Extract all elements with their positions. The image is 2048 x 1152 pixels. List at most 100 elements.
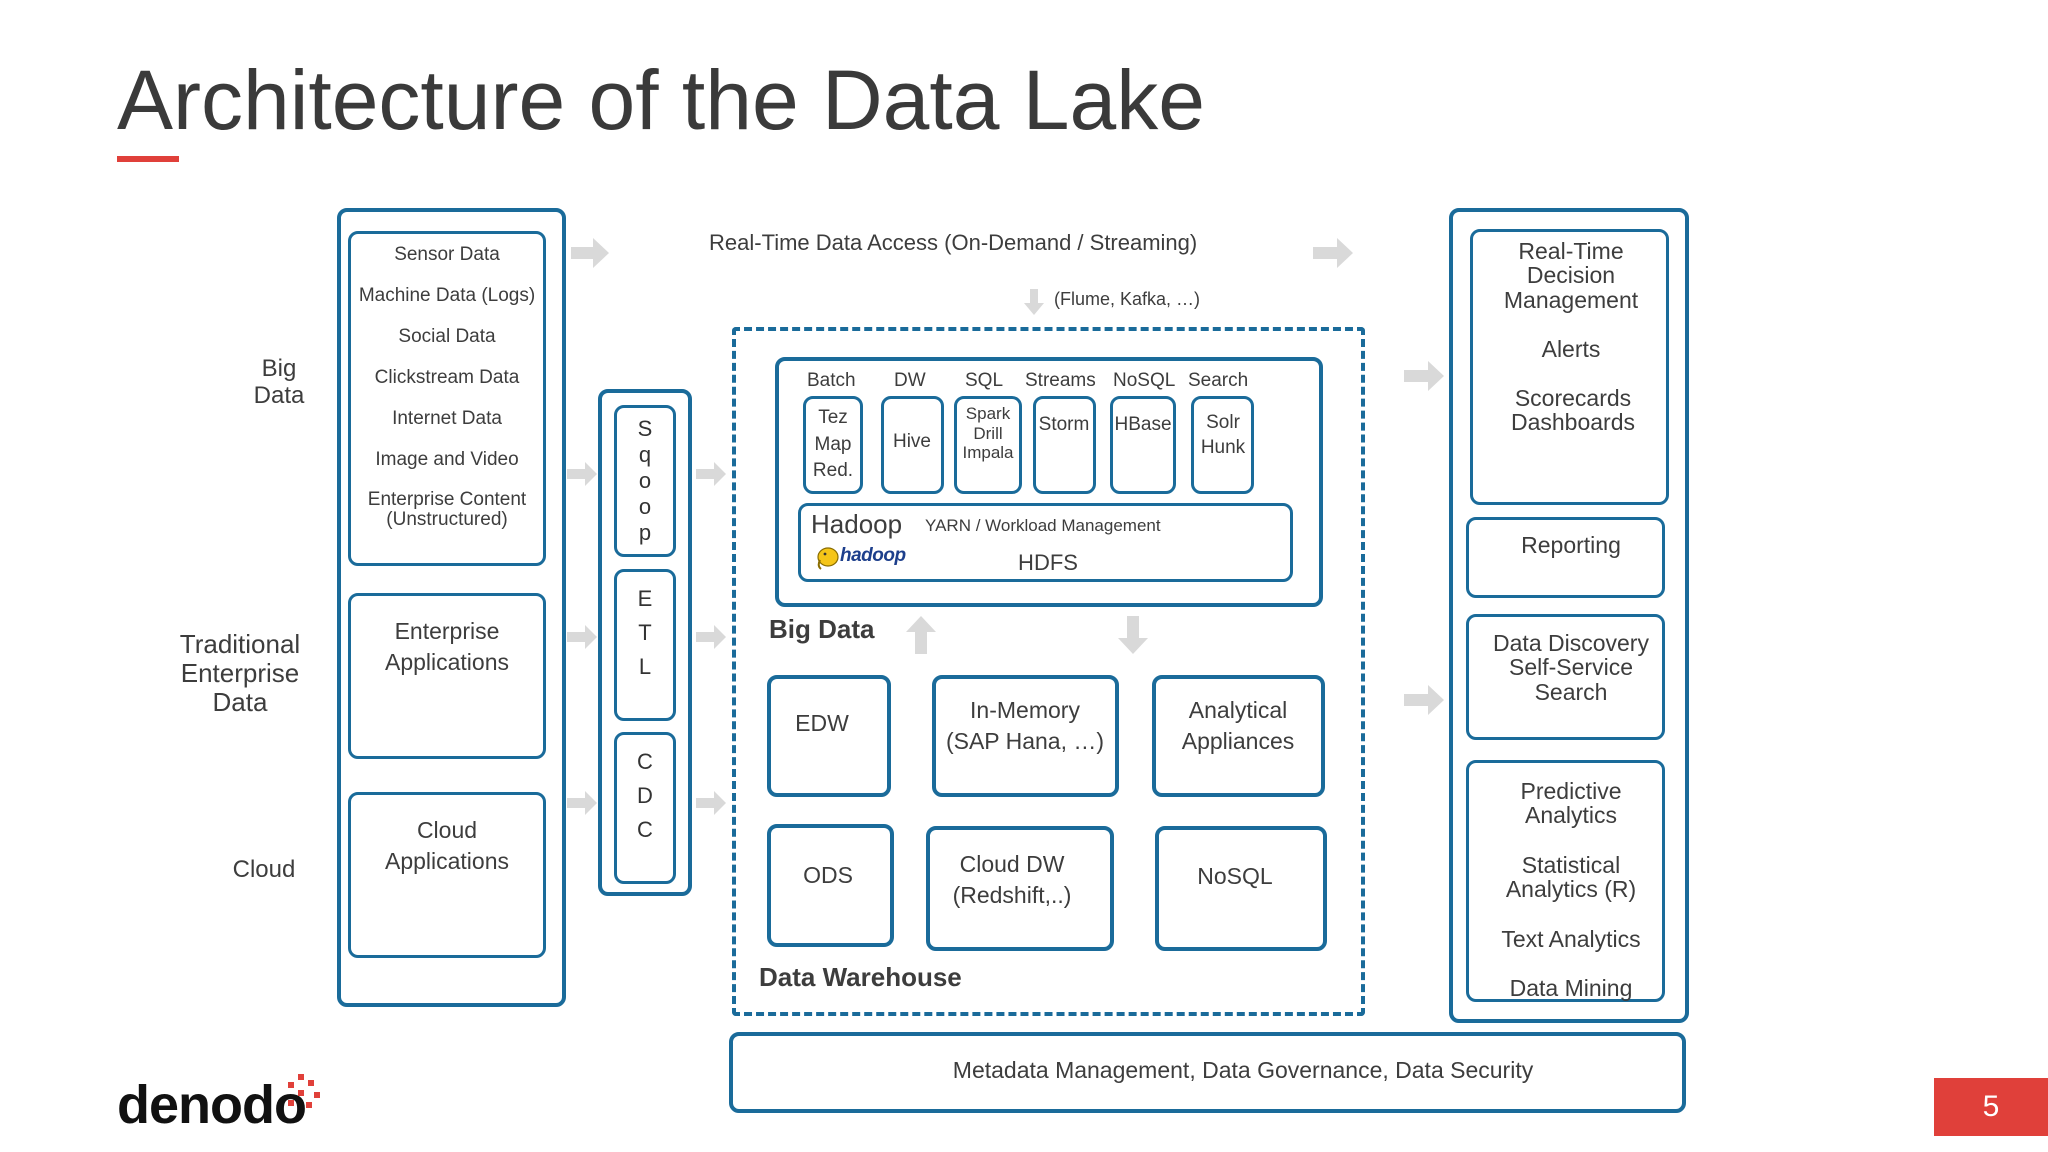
source-machine-data: Machine Data (Logs) — [358, 285, 536, 306]
text-analytics-label: Text Analytics — [1501, 926, 1641, 952]
sqoop-letter: q — [638, 442, 652, 467]
edw-label: EDW — [795, 710, 849, 736]
right-arrow-icon — [567, 625, 597, 649]
engine-storm: Storm — [1038, 414, 1090, 435]
ods-box — [767, 824, 894, 947]
engine-storm-box — [1033, 396, 1096, 494]
right-arrow-icon — [567, 791, 597, 815]
engine-solr-box — [1191, 396, 1254, 494]
sqoop-letter: o — [638, 468, 652, 493]
sqoop-letter: p — [638, 520, 652, 545]
label-big-data: Big Data — [253, 355, 305, 409]
category-batch: Batch — [807, 370, 856, 391]
metadata-label: Metadata Management, Data Governance, Da… — [952, 1057, 1534, 1083]
hdfs-label: HDFS — [1018, 550, 1078, 575]
sqoop-letter: S — [637, 416, 653, 441]
enterprise-apps-label: Enterprise Applications — [384, 618, 510, 675]
realtime-decision-box — [1470, 229, 1669, 505]
scorecards-label: Scorecards Dashboards — [1510, 385, 1636, 436]
engine-tez: Tez Map Red. — [812, 407, 854, 482]
cdc-box: C D C — [614, 732, 676, 884]
title-underline — [117, 156, 179, 162]
reporting-label: Reporting — [1521, 532, 1621, 558]
right-arrow-icon — [571, 238, 609, 268]
page-number: 5 — [1934, 1078, 2048, 1136]
ods-label: ODS — [803, 862, 853, 888]
realtime-access-label: Real-Time Data Access (On-Demand / Strea… — [709, 230, 1198, 255]
yarn-label: YARN / Workload Management — [925, 516, 1161, 535]
cloud-apps-label: Cloud Applications — [384, 817, 510, 874]
statistical-analytics-label: Statistical Analytics (R) — [1505, 852, 1637, 903]
realtime-tools-label: (Flume, Kafka, …) — [1054, 289, 1201, 309]
label-cloud: Cloud — [232, 856, 296, 883]
source-sensor-data: Sensor Data — [394, 244, 500, 265]
etl-box: E T L — [614, 569, 676, 721]
category-streams: Streams — [1025, 370, 1096, 391]
reporting-box — [1466, 517, 1665, 598]
source-clickstream-data: Clickstream Data — [374, 367, 520, 388]
hadoop-box — [798, 503, 1293, 582]
metadata-bar — [729, 1032, 1686, 1113]
sqoop-letter: o — [638, 494, 652, 519]
big-data-sources-box — [348, 231, 546, 566]
down-arrow-icon — [1118, 616, 1148, 654]
small-down-arrow-icon — [1024, 289, 1044, 315]
category-sql: SQL — [965, 370, 1004, 391]
etl-letter: T — [638, 620, 652, 645]
etl-letter: L — [638, 654, 652, 679]
nosql-box — [1155, 826, 1327, 951]
hadoop-label: Hadoop — [811, 509, 903, 539]
predictive-analytics-label: Predictive Analytics — [1520, 778, 1622, 829]
source-internet-data: Internet Data — [392, 408, 502, 429]
denodo-dots-icon — [288, 1074, 320, 1108]
engine-solr: Solr Hunk — [1200, 412, 1246, 458]
up-arrow-icon — [906, 616, 936, 654]
hadoop-elephant-logo: hadoop — [816, 544, 920, 570]
engine-hive-box — [881, 396, 944, 494]
in-memory-box — [932, 675, 1119, 797]
analytical-label: Analytical Appliances — [1181, 697, 1295, 754]
cloud-dw-label: Cloud DW (Redshift,..) — [952, 851, 1072, 908]
edw-box — [767, 675, 891, 797]
hadoop-logo-text: hadoop — [840, 545, 906, 566]
engine-hbase: HBase — [1114, 414, 1172, 435]
data-mining-label: Data Mining — [1509, 975, 1633, 1001]
right-arrow-icon — [1404, 685, 1444, 715]
engine-spark: Spark Drill Impala — [962, 404, 1014, 463]
engine-spark-box — [954, 396, 1022, 494]
right-arrow-icon — [696, 791, 726, 815]
warehouse-section-label: Data Warehouse — [759, 962, 962, 992]
category-nosql: NoSQL — [1113, 370, 1176, 391]
big-data-section-label: Big Data — [769, 614, 875, 644]
analytics-box — [1466, 760, 1665, 1002]
realtime-decision-label: Real-Time Decision Management — [1503, 238, 1639, 313]
source-social-data: Social Data — [398, 326, 496, 347]
in-memory-label: In-Memory (SAP Hana, …) — [945, 697, 1105, 754]
category-search: Search — [1188, 370, 1249, 391]
engine-hbase-box — [1110, 396, 1176, 494]
cloud-apps-box — [348, 792, 546, 958]
etl-letter: E — [637, 586, 653, 611]
right-arrow-icon — [1404, 361, 1444, 391]
enterprise-apps-box — [348, 593, 546, 759]
right-arrow-icon — [567, 462, 597, 486]
denodo-logo: denodo — [117, 1075, 307, 1135]
cdc-letter: D — [637, 783, 653, 808]
label-traditional-data: Traditional Enterprise Data — [179, 629, 301, 718]
category-dw: DW — [894, 370, 926, 391]
engine-hive: Hive — [892, 431, 932, 452]
page-title: Architecture of the Data Lake — [117, 53, 1205, 147]
engine-tez-box — [803, 396, 863, 494]
cloud-dw-box — [926, 826, 1114, 951]
alerts-label: Alerts — [1541, 336, 1601, 362]
nosql-label: NoSQL — [1197, 863, 1273, 889]
cdc-letter: C — [637, 749, 653, 774]
right-arrow-icon — [696, 625, 726, 649]
right-arrow-icon — [696, 462, 726, 486]
source-image-video: Image and Video — [375, 449, 519, 470]
analytical-box — [1152, 675, 1325, 797]
right-arrow-icon — [1313, 238, 1353, 268]
data-lake-boundary — [732, 327, 1365, 1016]
cdc-letter: C — [637, 817, 653, 842]
discovery-label: Data Discovery Self-Service Search — [1493, 630, 1649, 705]
